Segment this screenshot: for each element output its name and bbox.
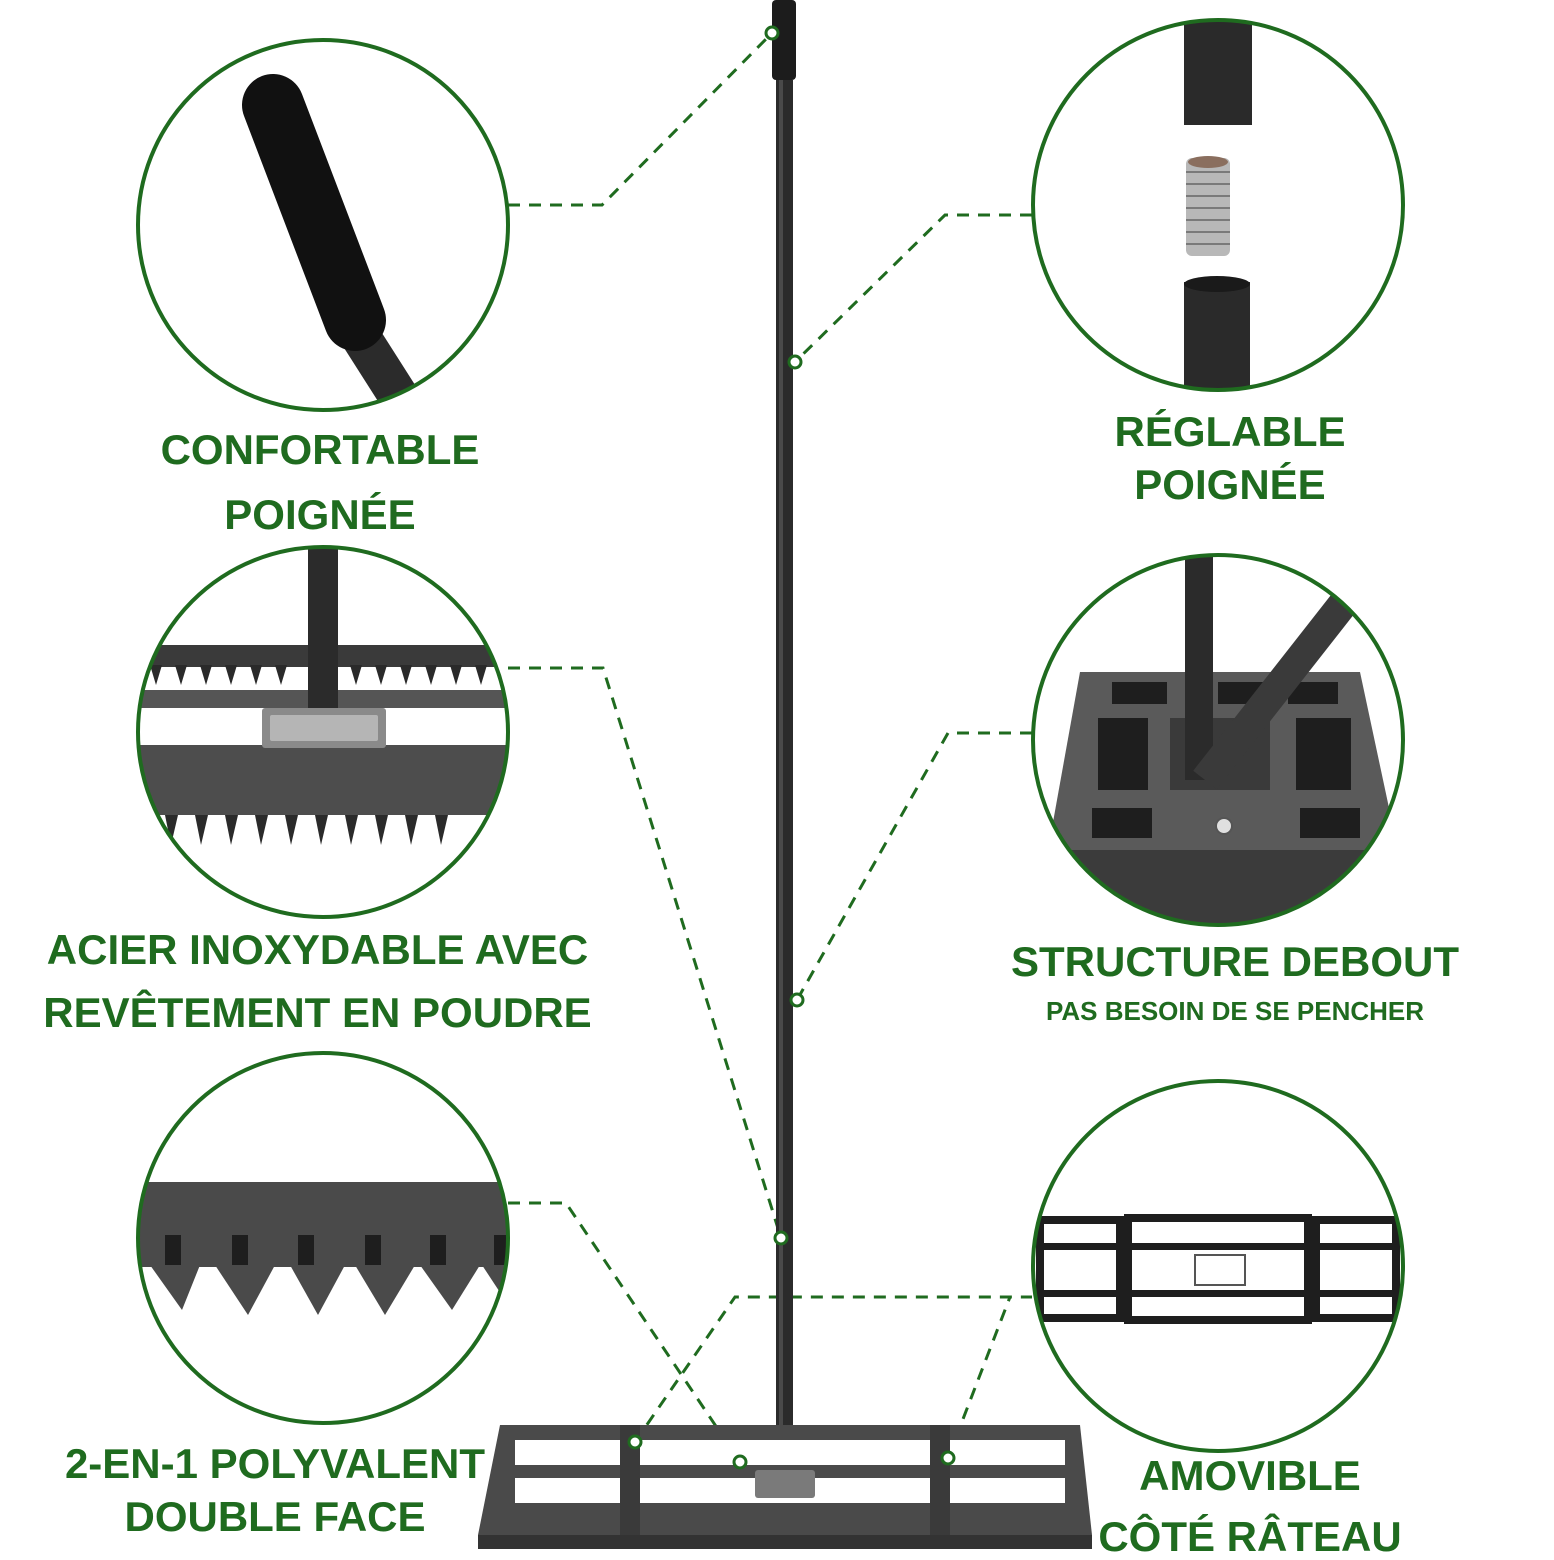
detail-circle-grip bbox=[136, 38, 510, 412]
connector-upright bbox=[795, 731, 1032, 1001]
label-comfortable-grip: CONFORTABLE POIGNÉE bbox=[120, 426, 520, 538]
upright-line1: STRUCTURE DEBOUT bbox=[1011, 938, 1459, 985]
twoinone-line1: 2-EN-1 POLYVALENT bbox=[64, 1440, 486, 1487]
detail-circle-removable bbox=[1031, 1079, 1405, 1453]
twoinone-line2: DOUBLE FACE bbox=[124, 1493, 426, 1541]
grip-line2: POIGNÉE bbox=[224, 491, 416, 539]
removable-line1: AMOVIBLE bbox=[1139, 1452, 1361, 1499]
connector-adjust bbox=[793, 213, 1032, 364]
detail-circle-upright bbox=[1031, 553, 1405, 927]
removable-line2: CÔTÉ RÂTEAU bbox=[1098, 1513, 1402, 1560]
connector-twoinone bbox=[508, 1201, 742, 1463]
label-two-in-one: 2-EN-1 POLYVALENT DOUBLE FACE bbox=[40, 1440, 510, 1540]
upright-sub: PAS BESOIN DE SE PENCHER bbox=[1045, 996, 1425, 1027]
connector-grip bbox=[508, 31, 774, 207]
anchor-dots bbox=[627, 25, 956, 1470]
steel-line2: REVÊTEMENT EN POUDRE bbox=[43, 989, 592, 1037]
label-coated-steel: ACIER INOXYDABLE AVEC REVÊTEMENT EN POUD… bbox=[40, 926, 595, 1036]
connector-steel bbox=[508, 666, 783, 1239]
connector-removable-a bbox=[633, 1295, 1032, 1443]
rake-handle bbox=[772, 0, 796, 1480]
detail-circle-adjust bbox=[1031, 18, 1405, 392]
adjust-line2: POIGNÉE bbox=[1134, 461, 1326, 509]
detail-circle-steel bbox=[136, 545, 510, 919]
label-adjustable-handle: RÉGLABLE POIGNÉE bbox=[1030, 408, 1430, 508]
connector-lines bbox=[508, 31, 1032, 1463]
detail-circle-twoinone bbox=[136, 1051, 510, 1425]
label-upright-structure: STRUCTURE DEBOUT PAS BESOIN DE SE PENCHE… bbox=[1000, 938, 1470, 1026]
label-removable: AMOVIBLE CÔTÉ RÂTEAU bbox=[1080, 1452, 1420, 1560]
adjust-line1: RÉGLABLE bbox=[1114, 408, 1346, 455]
steel-line1: ACIER INOXYDABLE AVEC bbox=[46, 926, 589, 973]
rake-head bbox=[478, 1425, 1092, 1549]
grip-line1: CONFORTABLE bbox=[160, 426, 480, 473]
